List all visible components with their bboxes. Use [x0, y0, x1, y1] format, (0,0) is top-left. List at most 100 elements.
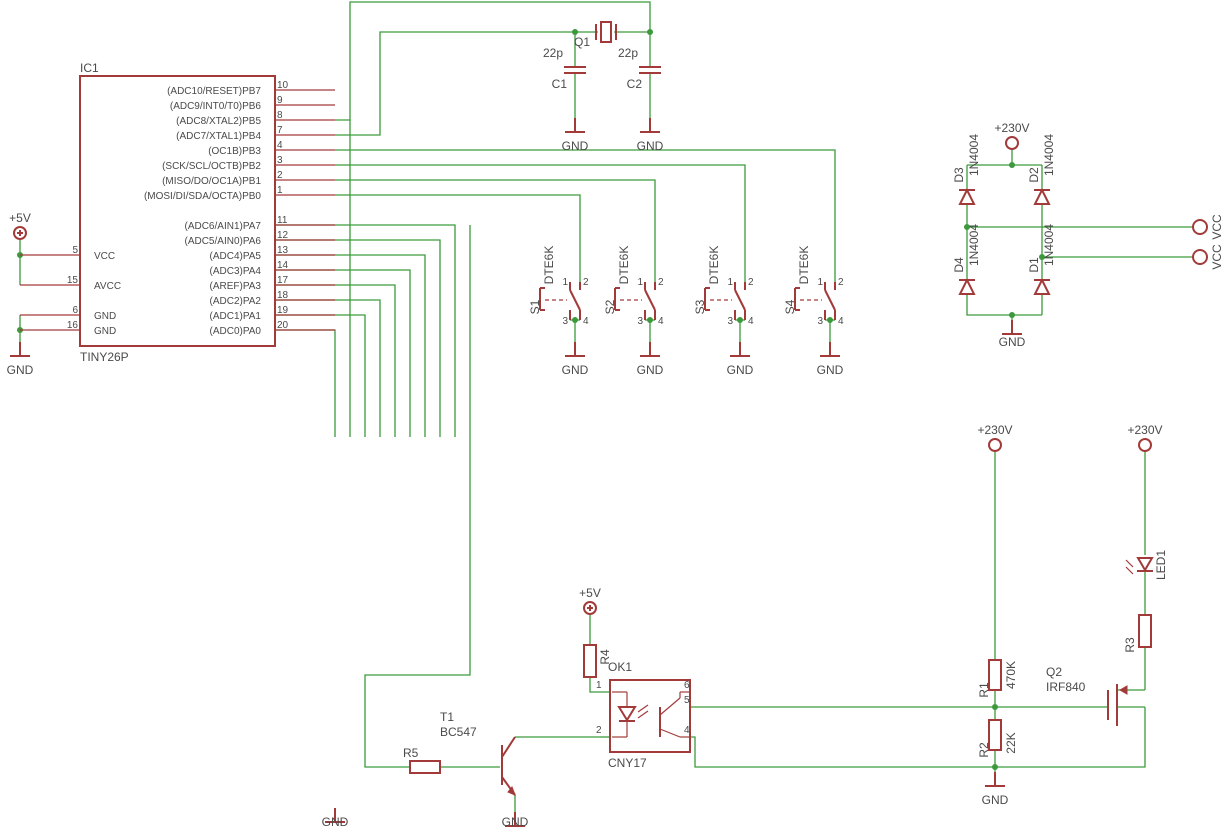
switch-value: DTE6K: [797, 246, 811, 285]
cap-name: C1: [552, 77, 568, 91]
ic1-pin-number: 17: [277, 275, 289, 286]
switch-name: S2: [603, 299, 617, 314]
ic1-pin-label: (MOSI/DI/SDA/OCTA)PB0: [144, 191, 261, 202]
supply-terminal-icon: [13, 226, 27, 240]
junction-dot: [647, 317, 653, 323]
gnd-label: GND: [727, 363, 754, 377]
ic1-pin-label: (OC1B)PB3: [208, 146, 261, 157]
d2-value: 1N4004: [1042, 134, 1056, 176]
ic1-pin-label: (AREF)PA3: [210, 281, 262, 292]
wire: [335, 179, 656, 282]
resistor-icon: [1138, 614, 1152, 648]
transistor-arrow: [507, 786, 516, 796]
diode-icon: [1033, 187, 1051, 205]
ic1-pin-label: (ADC8/XTAL2)PB5: [176, 116, 261, 127]
supply-label: +230V: [977, 423, 1012, 437]
ok1-pin: 2: [596, 725, 602, 736]
switch-pin: 3: [817, 316, 823, 327]
r2-name: R2: [977, 742, 991, 758]
ic1-pin-label: (ADC5/AIN0)PA6: [184, 236, 261, 247]
switch-pin: 2: [748, 277, 754, 288]
switch-pin: 4: [748, 316, 754, 327]
ic1-name: IC1: [80, 61, 99, 75]
supply-terminal-icon: [1138, 438, 1152, 452]
wire: [364, 225, 471, 768]
ic1-pin-number: 6: [72, 305, 78, 316]
ic1-pin-number: 1: [277, 185, 283, 196]
opto-led-icon: [617, 706, 637, 722]
ic1-pin-label: (ADC2)PA2: [210, 296, 262, 307]
gnd-label: GND: [322, 815, 349, 829]
switch-pin: 3: [727, 316, 733, 327]
led-light-icon: [1125, 566, 1134, 575]
ic1-value: TINY26P: [80, 350, 129, 364]
diode-icon: [958, 187, 976, 205]
ic1-pin-number: 4: [277, 140, 283, 151]
resistor-icon: [583, 644, 597, 678]
switch-name: S4: [783, 299, 797, 314]
wire: [275, 329, 336, 437]
switch-pin: 4: [583, 316, 589, 327]
supply-label: +230V: [994, 121, 1029, 135]
resistor-icon: [988, 719, 1002, 751]
r1-name: R1: [977, 682, 991, 698]
r3-name: R3: [1123, 637, 1137, 653]
light-arrow-icon: [637, 704, 649, 713]
ic1-pin-label: (ADC9/INT0/T0)PB6: [170, 101, 262, 112]
junction-dot: [992, 764, 998, 770]
d1-name: D1: [1027, 257, 1041, 273]
ic1-pin-label: (ADC4)PA5: [210, 251, 262, 262]
switch-pin: 2: [658, 277, 664, 288]
switch-value: DTE6K: [617, 246, 631, 285]
junction-dot: [1039, 254, 1045, 260]
ic1-pin-number: 12: [277, 230, 289, 241]
vcc-connector-icon: [1192, 219, 1208, 235]
ok1-pin: 1: [596, 680, 602, 691]
ic1-pin-number: 14: [277, 260, 289, 271]
led-light-icon: [1125, 559, 1134, 568]
wire: [690, 707, 1146, 768]
r1-value: 470K: [1004, 661, 1018, 689]
wire: [275, 299, 381, 437]
supply-terminal-icon: [988, 438, 1002, 452]
ic1-pin-label: VCC: [94, 251, 115, 262]
switch-pin: 1: [817, 277, 823, 288]
ic1-pin-number: 19: [277, 305, 289, 316]
junction-dot: [572, 317, 578, 323]
vcc-label: VCC: [1210, 214, 1224, 240]
gnd-label: GND: [999, 335, 1026, 349]
mosfet-arrow: [1118, 685, 1128, 695]
ic1-pin-label: (ADC3)PA4: [210, 266, 262, 277]
junction-dot: [1009, 312, 1015, 318]
wire: [275, 269, 411, 437]
ic1-pin-number: 18: [277, 290, 289, 301]
optocoupler-body: [609, 679, 691, 753]
ok1-value: CNY17: [608, 756, 647, 770]
ic1-pin-number: 13: [277, 245, 289, 256]
ic1-pin-label: GND: [94, 311, 116, 322]
gnd-label: GND: [637, 363, 664, 377]
ic1-pin-label: (MISO/DO/OC1A)PB1: [162, 176, 261, 187]
labels: IC1TINY26P(ADC10/RESET)PB710(ADC9/INT0/T…: [7, 35, 1224, 829]
wires: [17, 1, 1193, 812]
wire: [335, 1, 651, 121]
switch-pin: 4: [838, 316, 844, 327]
led1-name: LED1: [1154, 550, 1168, 580]
junction-dot: [737, 317, 743, 323]
ic1-pin-number: 11: [277, 215, 288, 226]
ic1-pin-number: 9: [277, 95, 283, 106]
switch-pin: 1: [637, 277, 643, 288]
ok1-pin: 6: [684, 680, 690, 691]
resistor-icon: [988, 659, 1002, 691]
r5-name: R5: [403, 746, 419, 760]
ic1-pin-label: (ADC0)PA0: [210, 326, 262, 337]
gnd-label: GND: [562, 363, 589, 377]
switch-name: S3: [693, 299, 707, 314]
switch-value: DTE6K: [542, 246, 556, 285]
supply-terminal-icon: [583, 601, 597, 615]
ic1-body: [79, 75, 276, 347]
switch-blade: [824, 289, 836, 311]
parts: [10, 21, 1208, 827]
t1-value: BC547: [440, 725, 477, 739]
ic1-pin-number: 20: [277, 320, 289, 331]
